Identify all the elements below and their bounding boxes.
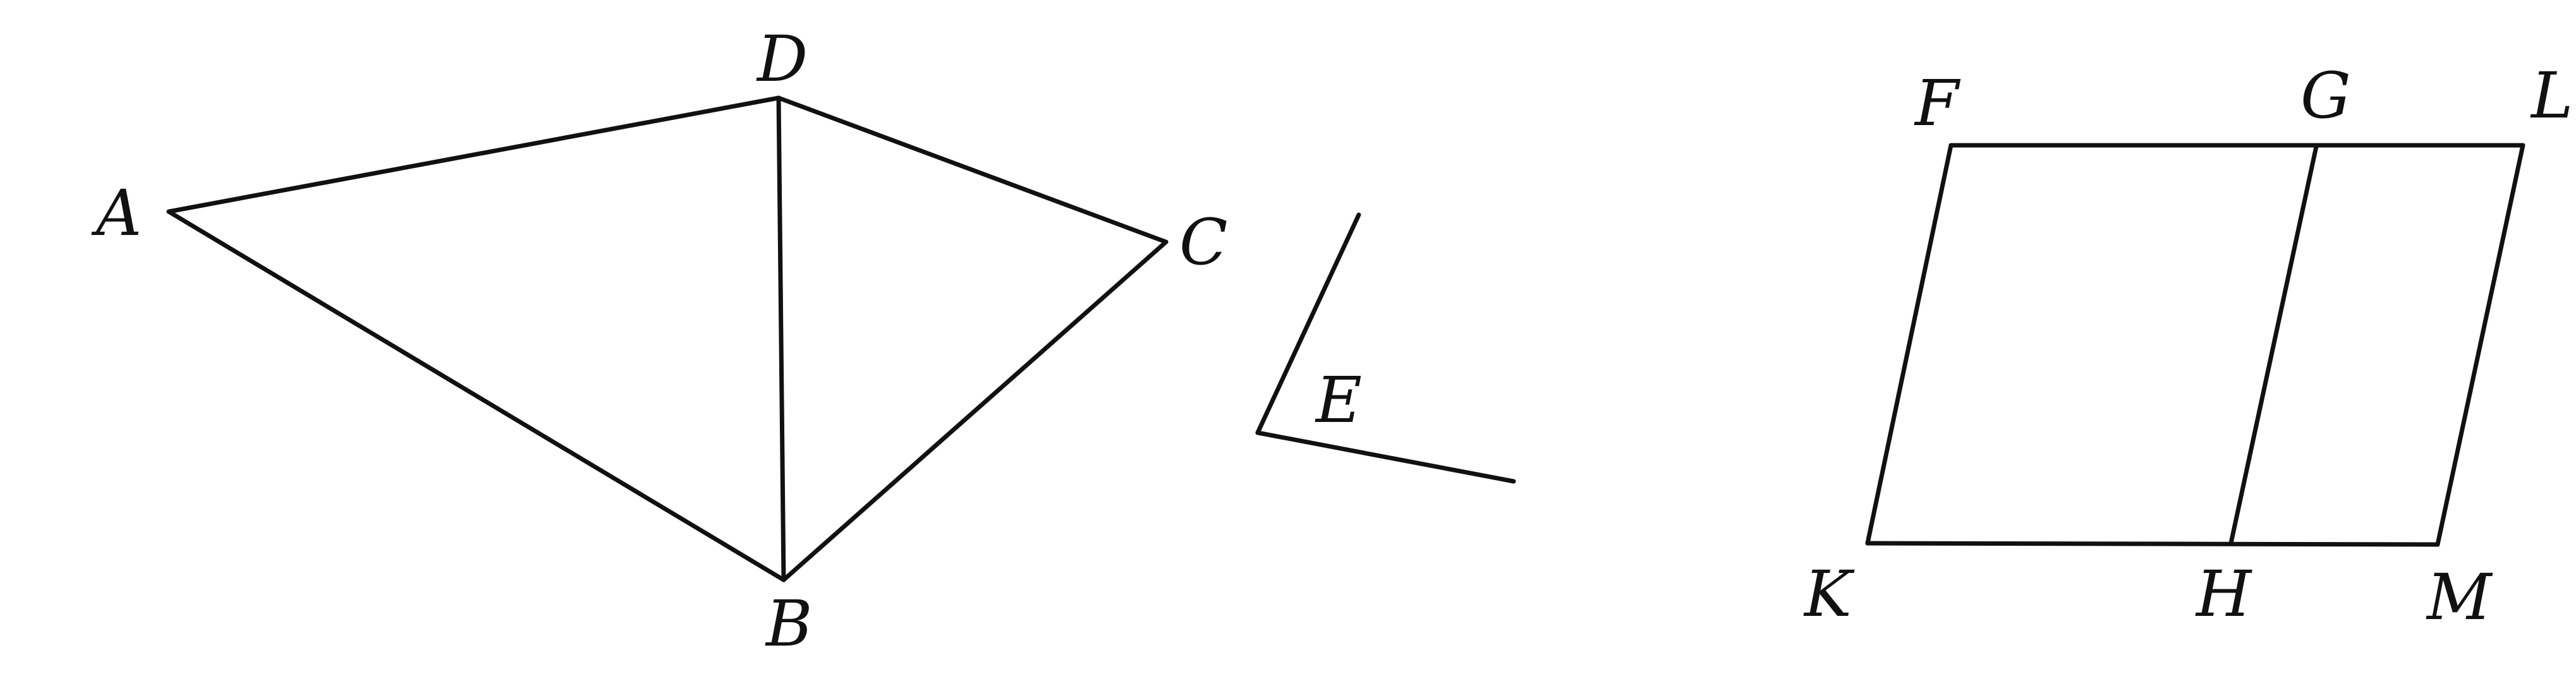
segment-bc (781, 239, 1169, 582)
quadrilateral-figure (166, 95, 1169, 582)
segment-fk (1865, 143, 1953, 546)
segment-km (1865, 541, 2440, 547)
label-h: H (2195, 557, 2252, 631)
label-b: B (765, 587, 813, 661)
label-m: M (2426, 560, 2493, 634)
segment-ad (166, 95, 781, 214)
parallelogram-figure (1865, 143, 2525, 547)
segment-db (776, 95, 786, 582)
label-d: D (756, 22, 808, 96)
segment-lm (2435, 143, 2525, 547)
angle-e-figure (1255, 212, 1516, 484)
segment-dc (776, 95, 1169, 244)
segment-ab (166, 209, 786, 582)
label-a: A (91, 176, 142, 250)
angle-e-upper-arm (1255, 212, 1361, 435)
label-g: G (2300, 59, 2351, 133)
label-c: C (1179, 205, 1228, 279)
segment-gh (2228, 144, 2319, 546)
angle-e-lower-arm (1255, 430, 1516, 484)
label-l: L (2530, 59, 2573, 133)
label-f: F (1914, 66, 1961, 140)
label-e: E (1315, 363, 1362, 437)
label-k: K (1803, 557, 1855, 631)
